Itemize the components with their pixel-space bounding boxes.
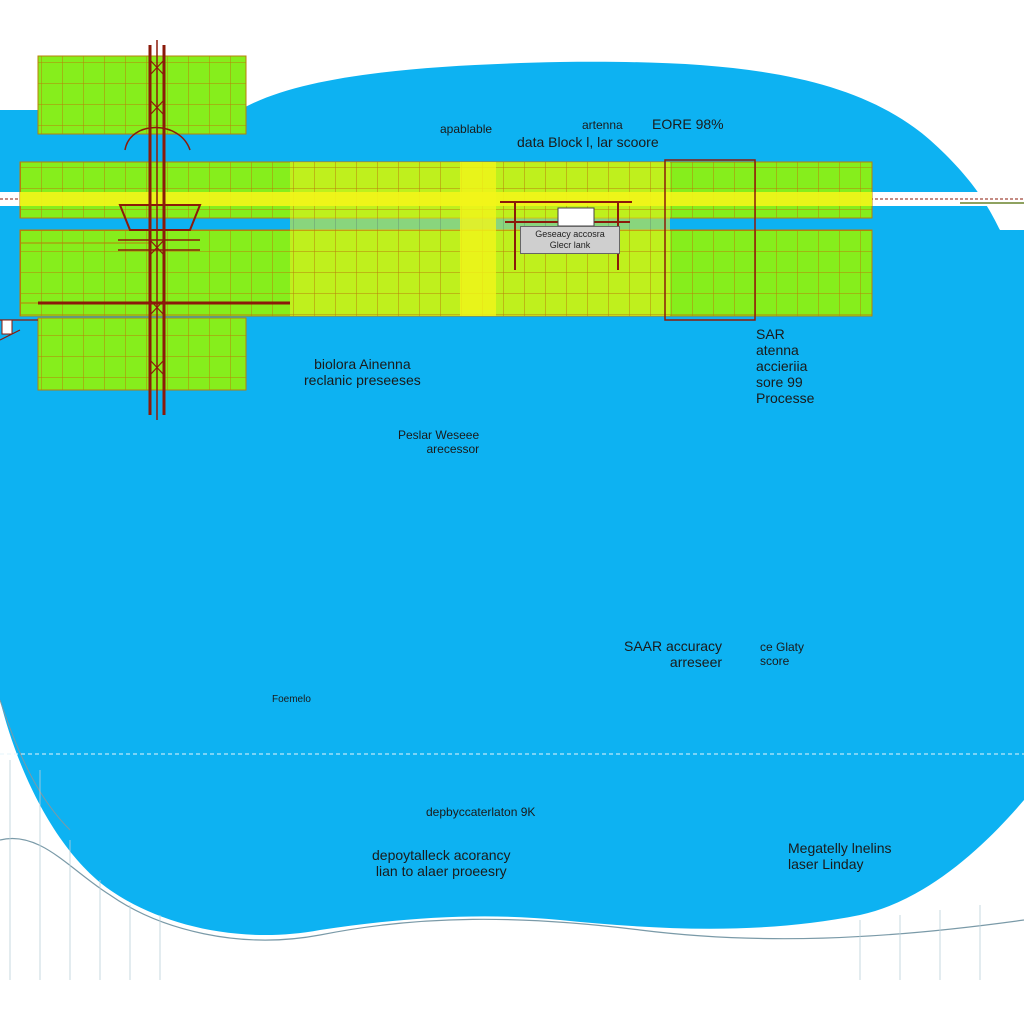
label-deploy-1: depbyccaterlaton 9K xyxy=(426,805,536,819)
label-top-4: data Block l, lar scoore xyxy=(517,134,659,150)
label-sar: SAR atenna accieriia sore 99 Processe xyxy=(756,326,815,406)
label-antenna: biolora Ainenna reclanic preseeses xyxy=(304,356,421,388)
truss-tower-left xyxy=(0,40,290,420)
solar-panel-lower-left xyxy=(37,317,247,391)
label-megat: Megatelly lnelins laser Linday xyxy=(788,840,892,872)
label-top-3: EORE 98% xyxy=(652,116,724,132)
solar-panel-left-mid xyxy=(19,242,151,304)
center-box-label: Geseacy accosra Glecr lank xyxy=(520,226,620,254)
terrain-line xyxy=(0,837,1024,941)
solar-array-main xyxy=(19,159,873,321)
label-feed: Foemelo xyxy=(272,694,311,705)
solar-panel-upper-left xyxy=(37,55,247,135)
ground-grid xyxy=(9,760,981,980)
label-sar-accuracy: SAAR accuracy arreseer xyxy=(624,638,723,670)
terrain-line-2 xyxy=(0,699,71,831)
central-module xyxy=(500,201,632,270)
label-top-1: apablable xyxy=(440,122,493,136)
label-deploy-2: depoytalleck acorancy lian to alaer proe… xyxy=(372,847,511,879)
label-quality: ce Glaty score xyxy=(760,640,805,668)
label-processor: Peslar Weseee arecessor xyxy=(398,428,480,456)
label-top-2: artenna xyxy=(582,118,623,132)
